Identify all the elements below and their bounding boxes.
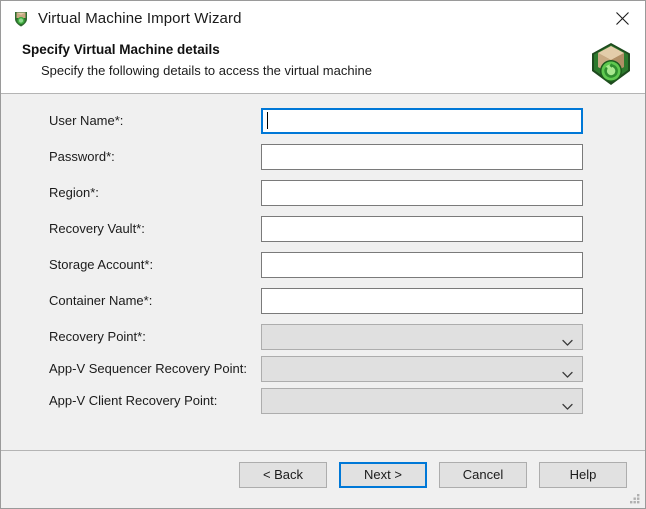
- cancel-button[interactable]: Cancel: [439, 462, 527, 488]
- field-label: App-V Sequencer Recovery Point:: [49, 356, 247, 382]
- form-row: App-V Client Recovery Point:: [1, 388, 645, 414]
- field-label: Region*:: [49, 180, 99, 206]
- window-title: Virtual Machine Import Wizard: [38, 10, 242, 27]
- text-input[interactable]: [261, 252, 583, 278]
- chevron-down-icon: [562, 398, 573, 405]
- text-input[interactable]: [261, 108, 583, 134]
- form-row: Recovery Point*:: [1, 324, 645, 350]
- help-button[interactable]: Help: [539, 462, 627, 488]
- field-slot: [261, 324, 583, 350]
- vm-import-box-shield-icon: [585, 38, 637, 90]
- dropdown-select: [261, 356, 583, 382]
- wizard-header: Specify Virtual Machine details Specify …: [1, 36, 645, 94]
- field-slot: [261, 108, 583, 134]
- field-label: User Name*:: [49, 108, 123, 134]
- back-button[interactable]: < Back: [239, 462, 327, 488]
- form-row: User Name*:: [1, 108, 645, 134]
- field-label: Password*:: [49, 144, 115, 170]
- title-bar: Virtual Machine Import Wizard: [1, 1, 645, 36]
- button-group: < Back Next > Cancel Help: [239, 462, 627, 488]
- footer-bar: < Back Next > Cancel Help: [1, 450, 645, 508]
- field-slot: [261, 356, 583, 382]
- form-row: App-V Sequencer Recovery Point:: [1, 356, 645, 382]
- field-label: Storage Account*:: [49, 252, 153, 278]
- close-icon[interactable]: [599, 1, 645, 35]
- chevron-down-icon: [562, 334, 573, 341]
- form-row: Container Name*:: [1, 288, 645, 314]
- field-slot: [261, 216, 583, 242]
- page-title: Specify Virtual Machine details: [22, 41, 645, 59]
- page-subtitle: Specify the following details to access …: [22, 62, 645, 80]
- field-label: App-V Client Recovery Point:: [49, 388, 217, 414]
- form-row: Storage Account*:: [1, 252, 645, 278]
- field-slot: [261, 144, 583, 170]
- chevron-down-icon: [562, 366, 573, 373]
- next-button[interactable]: Next >: [339, 462, 427, 488]
- field-slot: [261, 180, 583, 206]
- dropdown-select: [261, 324, 583, 350]
- form-row: Recovery Vault*:: [1, 216, 645, 242]
- text-input[interactable]: [261, 144, 583, 170]
- field-label: Recovery Point*:: [49, 324, 146, 350]
- shield-box-icon: [12, 10, 30, 28]
- text-input[interactable]: [261, 288, 583, 314]
- form-body: User Name*: Password*: Region*: Recovery Va…: [1, 94, 645, 450]
- text-input[interactable]: [261, 216, 583, 242]
- text-input[interactable]: [261, 180, 583, 206]
- field-slot: [261, 388, 583, 414]
- text-caret: [267, 112, 268, 129]
- field-slot: [261, 288, 583, 314]
- field-label: Container Name*:: [49, 288, 152, 314]
- field-slot: [261, 252, 583, 278]
- form-row: Password*:: [1, 144, 645, 170]
- dropdown-select: [261, 388, 583, 414]
- form-row: Region*:: [1, 180, 645, 206]
- resize-grip-icon[interactable]: [628, 492, 641, 505]
- field-label: Recovery Vault*:: [49, 216, 145, 242]
